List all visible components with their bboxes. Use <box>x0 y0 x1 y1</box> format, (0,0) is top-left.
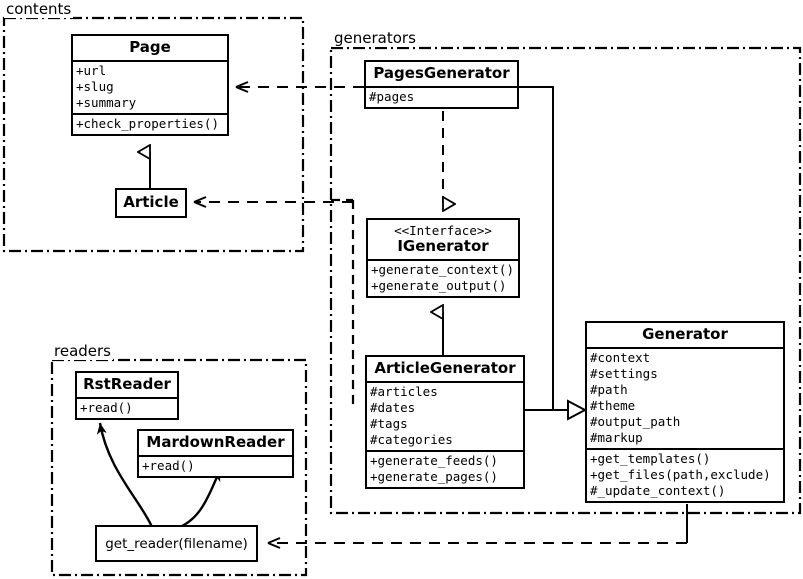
operation-row: +read() <box>142 458 195 473</box>
class-stereotype-igenerator: <<Interface>> <box>394 223 492 238</box>
class-box-page[interactable]: Page +url +slug +summary +check_properti… <box>71 34 229 136</box>
relation-pagesgenerator-generalizes-generator <box>519 86 568 411</box>
class-operations-mardown-reader: +read() <box>139 455 292 476</box>
attribute-row: +summary <box>76 95 137 110</box>
function-label-get-reader: get_reader(filename) <box>105 535 248 552</box>
class-title-igenerator: IGenerator <box>397 237 489 255</box>
relation-generator-depends-getreader <box>267 504 688 549</box>
attribute-row: #tags <box>370 416 408 431</box>
class-box-mardown-reader[interactable]: MardownReader +read() <box>137 429 294 478</box>
class-box-generator[interactable]: Generator #context #settings #path #them… <box>585 321 785 503</box>
attribute-row: #pages <box>369 89 415 104</box>
operation-row: +generate_pages() <box>370 469 498 484</box>
class-title-pages-generator: PagesGenerator <box>373 64 510 82</box>
operation-row: +generate_feeds() <box>370 453 498 468</box>
operation-row: +read() <box>80 400 133 415</box>
class-attributes-page: +url +slug +summary <box>73 60 227 113</box>
class-box-article-generator[interactable]: ArticleGenerator #articles #dates #tags … <box>365 355 525 489</box>
class-operations-article-generator: +generate_feeds() +generate_pages() <box>367 450 523 487</box>
class-title-rst-reader: RstReader <box>83 375 171 393</box>
class-box-article[interactable]: Article <box>115 188 187 218</box>
class-title-generator: Generator <box>642 325 728 343</box>
class-operations-rst-reader: +read() <box>77 397 177 418</box>
operation-row: #_update_context() <box>590 483 726 498</box>
class-box-pages-generator[interactable]: PagesGenerator #pages <box>364 60 519 109</box>
operation-row: +get_files(path,exclude) <box>590 467 771 482</box>
attribute-row: #path <box>590 382 628 397</box>
attribute-row: +url <box>76 63 107 78</box>
class-title-article-generator: ArticleGenerator <box>374 359 516 377</box>
class-operations-page: +check_properties() <box>73 113 227 134</box>
attribute-row: #categories <box>370 432 453 447</box>
class-operations-generator: +get_templates() +get_files(path,exclude… <box>587 448 783 501</box>
attribute-row: #dates <box>370 400 416 415</box>
operation-row: +generate_output() <box>371 278 507 293</box>
operation-row: +generate_context() <box>371 262 514 277</box>
class-attributes-generator: #context #settings #path #theme #output_… <box>587 347 783 448</box>
class-box-igenerator[interactable]: <<Interface>> IGenerator +generate_conte… <box>366 218 520 298</box>
function-box-get-reader[interactable]: get_reader(filename) <box>95 525 258 562</box>
class-title-mardown-reader: MardownReader <box>146 433 285 451</box>
relation-articlegenerator-generalizes-generator <box>525 399 588 421</box>
class-attributes-article-generator: #articles #dates #tags #categories <box>367 381 523 450</box>
attribute-row: #theme <box>590 398 636 413</box>
attribute-row: #output_path <box>590 414 681 429</box>
package-label-generators: generators <box>332 29 418 47</box>
class-title-article: Article <box>123 193 179 211</box>
package-label-readers: readers <box>52 342 113 360</box>
relation-getreader-creates-mardownreader <box>179 469 222 529</box>
operation-row: +get_templates() <box>590 451 711 466</box>
class-title-page: Page <box>129 38 171 56</box>
attribute-row: #settings <box>590 366 658 381</box>
package-border-generators-core <box>331 198 355 410</box>
class-attributes-pages-generator: #pages <box>366 86 517 107</box>
class-box-rst-reader[interactable]: RstReader +read() <box>75 371 179 420</box>
attribute-row: +slug <box>76 79 114 94</box>
attribute-row: #markup <box>590 430 643 445</box>
package-label-contents: contents <box>4 0 74 18</box>
attribute-row: #context <box>590 350 651 365</box>
attribute-row: #articles <box>370 384 438 399</box>
operation-row: +check_properties() <box>76 116 219 131</box>
class-operations-igenerator: +generate_context() +generate_output() <box>368 259 518 296</box>
